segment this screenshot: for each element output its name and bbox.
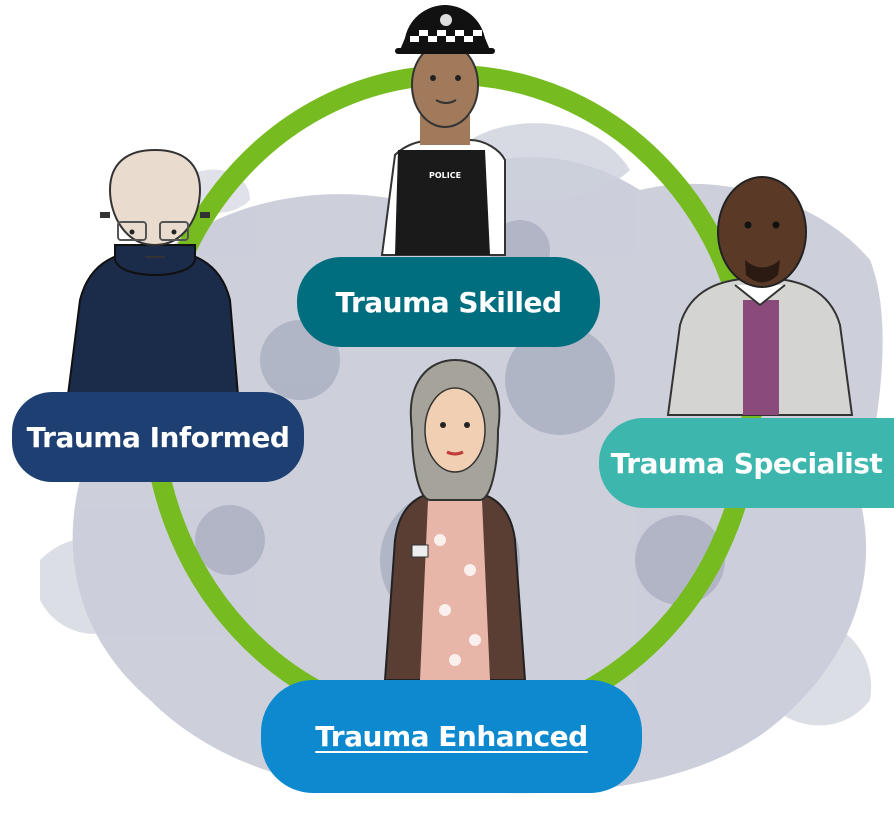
- police-badge-text: POLICE: [429, 171, 461, 180]
- trauma-informed-label: Trauma Informed: [12, 392, 304, 482]
- trauma-skilled-label: Trauma Skilled: [297, 257, 600, 347]
- man-in-hoodie-illustration: [66, 148, 240, 396]
- trauma-specialist-label: Trauma Specialist: [599, 418, 894, 508]
- trauma-enhanced-pill: Trauma Enhanced: [261, 680, 642, 793]
- woman-with-lanyard-illustration: [383, 358, 527, 681]
- police-officer-illustration: POLICE: [380, 5, 506, 256]
- trauma-enhanced-link[interactable]: Trauma Enhanced: [315, 720, 588, 753]
- bald-man-with-beard-illustration: [666, 176, 854, 416]
